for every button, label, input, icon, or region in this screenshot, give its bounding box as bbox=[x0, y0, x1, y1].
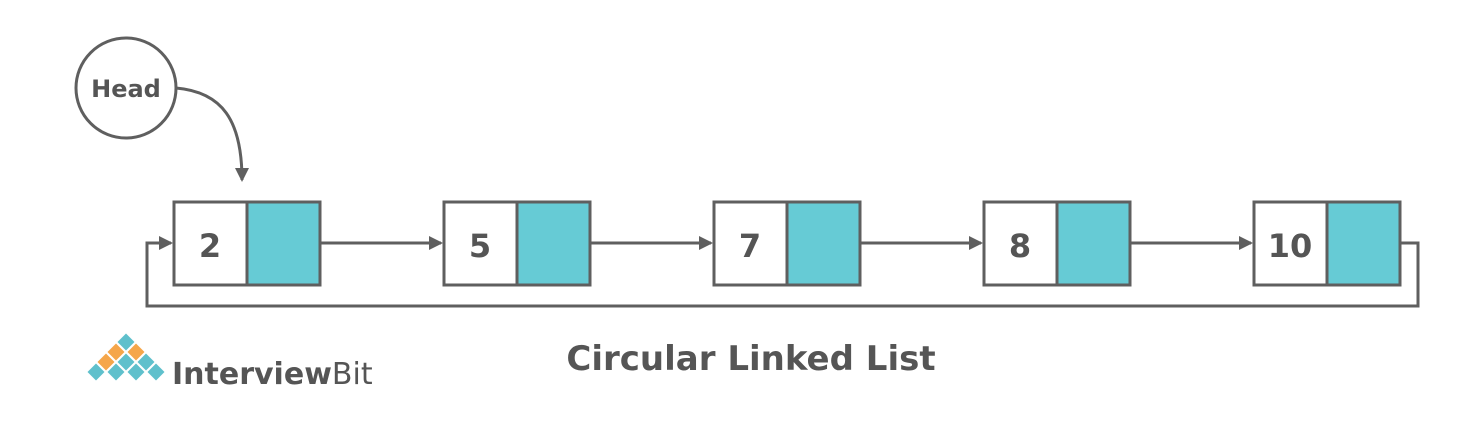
node-data-box bbox=[712, 200, 789, 287]
head-arrow bbox=[175, 86, 249, 182]
logo-text-light: Bit bbox=[332, 357, 373, 392]
list-node: 5 bbox=[442, 200, 592, 287]
node-next-box bbox=[1055, 200, 1132, 287]
list-node: 2 bbox=[172, 200, 322, 287]
node-next-box bbox=[785, 200, 862, 287]
node-data-box bbox=[982, 200, 1059, 287]
list-node: 7 bbox=[712, 200, 862, 287]
node-value: 7 bbox=[739, 227, 761, 265]
node-value: 10 bbox=[1268, 227, 1313, 265]
node-data-box bbox=[1252, 200, 1329, 287]
node-value: 5 bbox=[469, 227, 491, 265]
node-value: 8 bbox=[1009, 227, 1031, 265]
logo-text-bold: Interview bbox=[172, 357, 332, 392]
list-node: 8 bbox=[982, 200, 1132, 287]
list-node: 10 bbox=[1252, 200, 1402, 287]
node-value: 2 bbox=[199, 227, 221, 265]
node-data-box bbox=[172, 200, 249, 287]
logo-text: InterviewBit bbox=[172, 357, 373, 392]
node-next-box bbox=[515, 200, 592, 287]
logo-diamond-icon bbox=[87, 333, 165, 381]
circular-back-arrow bbox=[145, 236, 1420, 308]
head-label: Head bbox=[91, 75, 161, 103]
interviewbit-logo: InterviewBit bbox=[87, 333, 373, 392]
head-pointer: Head bbox=[74, 36, 249, 182]
node-next-box bbox=[1325, 200, 1402, 287]
node-next-box bbox=[245, 200, 322, 287]
node-data-box bbox=[442, 200, 519, 287]
diagram-title: Circular Linked List bbox=[566, 339, 935, 379]
